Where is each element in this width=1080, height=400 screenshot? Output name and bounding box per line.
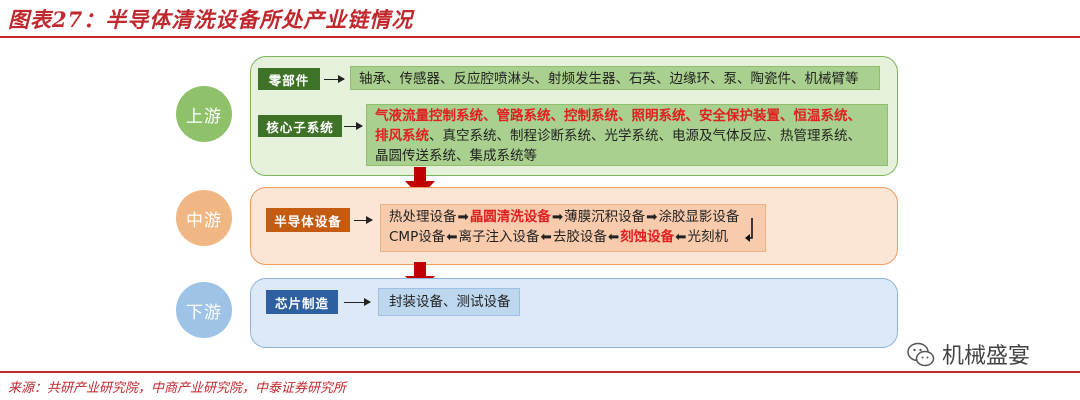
- core-normal-line-2: 、真空系统、制程诊断系统、光学系统、电源及气体反应、热管理系统、: [429, 128, 861, 144]
- flow-left-arrow: ⬅: [446, 229, 458, 245]
- equipment-item: 去胶设备: [552, 229, 607, 245]
- down-arrow-icon: [405, 167, 435, 197]
- equipment-item-highlight: 刻蚀设备: [620, 229, 675, 245]
- core-red-line-1: 气液流量控制系统、管路系统、控制系统、照明系统、安全保护装置、恒温系统、: [375, 108, 861, 124]
- stage-midstream: 中游: [176, 190, 232, 246]
- equipment-row-1: 热处理设备➡晶圆清洗设备➡薄膜沉积设备➡涂胶显影设备: [389, 207, 765, 227]
- brand-watermark: 机械盛宴: [942, 344, 1031, 369]
- equipment-item: 薄膜沉积设备: [564, 209, 646, 225]
- equipment-item: 涂胶显影设备: [658, 209, 740, 225]
- flow-left-arrow: ⬅: [675, 229, 687, 245]
- equipment-flow-box: 热处理设备➡晶圆清洗设备➡薄膜沉积设备➡涂胶显影设备 CMP设备⬅离子注入设备⬅…: [380, 204, 766, 252]
- core-normal-line-3: 晶圆传送系统、集成系统等: [375, 148, 537, 164]
- equipment-item: 光刻机: [687, 229, 728, 245]
- stage-downstream: 下游: [176, 282, 232, 338]
- down-arrow-icon: [405, 262, 435, 292]
- core-red-line-2: 排风系统: [375, 128, 429, 144]
- flow-turn-arrow-icon: [745, 218, 753, 242]
- equipment-item: 离子注入设备: [458, 229, 540, 245]
- flow-left-arrow: ⬅: [540, 229, 552, 245]
- stage-upstream: 上游: [176, 86, 232, 142]
- core-subsystem-tag: 核心子系统: [258, 115, 342, 137]
- flow-right-arrow: ➡: [551, 209, 564, 225]
- title-rule: [0, 36, 1080, 38]
- figure-title: 图表27：半导体清洗设备所处产业链情况: [8, 7, 414, 32]
- flow-right-arrow: ➡: [457, 209, 469, 225]
- parts-tag: 零部件: [258, 68, 320, 90]
- equipment-item: CMP设备: [389, 229, 446, 245]
- equipment-item-highlight: 晶圆清洗设备: [469, 209, 551, 225]
- right-arrow-icon: [324, 75, 345, 83]
- packaging-testing-box: 封装设备、测试设备: [378, 288, 520, 316]
- downstream-panel: [250, 278, 898, 348]
- right-arrow-icon: [354, 216, 373, 224]
- equipment-item: 热处理设备: [389, 209, 457, 225]
- parts-box: 轴承、传感器、反应腔喷淋头、射频发生器、石英、边缘环、泵、陶瓷件、机械臂等: [350, 66, 880, 90]
- semiconductor-equipment-tag: 半导体设备: [266, 208, 350, 232]
- right-arrow-icon: [344, 298, 371, 306]
- flow-left-arrow: ⬅: [607, 229, 620, 245]
- flow-right-arrow: ➡: [646, 209, 658, 225]
- wechat-icon: [907, 342, 935, 367]
- source-note: 来源：共研产业研究院，中商产业研究院，中泰证券研究所: [8, 381, 347, 396]
- equipment-row-2: CMP设备⬅离子注入设备⬅去胶设备⬅刻蚀设备⬅光刻机: [389, 227, 765, 247]
- core-subsystem-box: 气液流量控制系统、管路系统、控制系统、照明系统、安全保护装置、恒温系统、 排风系…: [366, 104, 888, 166]
- chip-manufacturing-tag: 芯片制造: [266, 290, 338, 314]
- right-arrow-icon: [344, 122, 363, 130]
- footer-rule: [0, 371, 1080, 373]
